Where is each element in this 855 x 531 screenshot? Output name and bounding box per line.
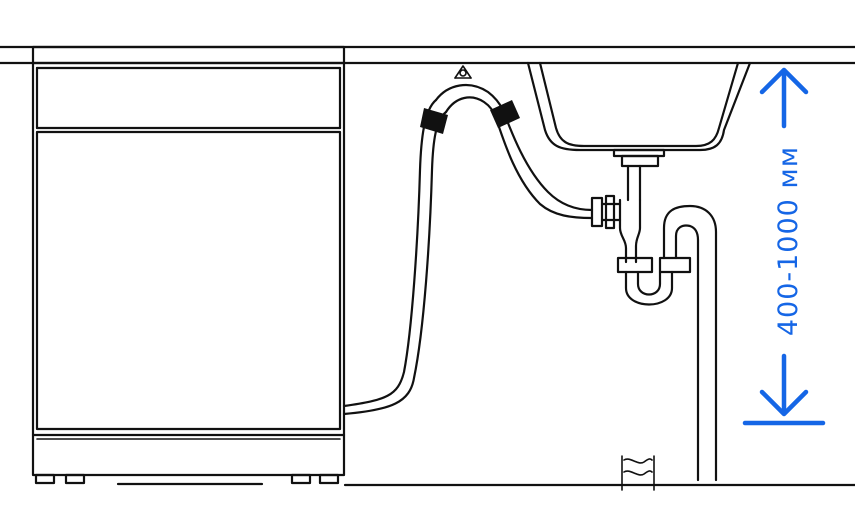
arrow-down-icon [759, 353, 809, 417]
hose-hanger [454, 65, 472, 79]
dishwasher [31, 45, 346, 486]
sink-bowl [526, 61, 752, 152]
dishwasher-door [35, 130, 342, 431]
arrow-up-icon [759, 67, 809, 129]
hose-clamps [420, 100, 520, 134]
siphon-trap [590, 148, 718, 482]
drain-hose [342, 83, 594, 416]
dishwasher-feet [34, 473, 340, 486]
countertop [0, 45, 855, 65]
height-dimension: 400-1000 мм [742, 67, 826, 426]
height-dimension-label: 400-1000 мм [773, 146, 804, 336]
break-symbol-icon [621, 455, 655, 491]
